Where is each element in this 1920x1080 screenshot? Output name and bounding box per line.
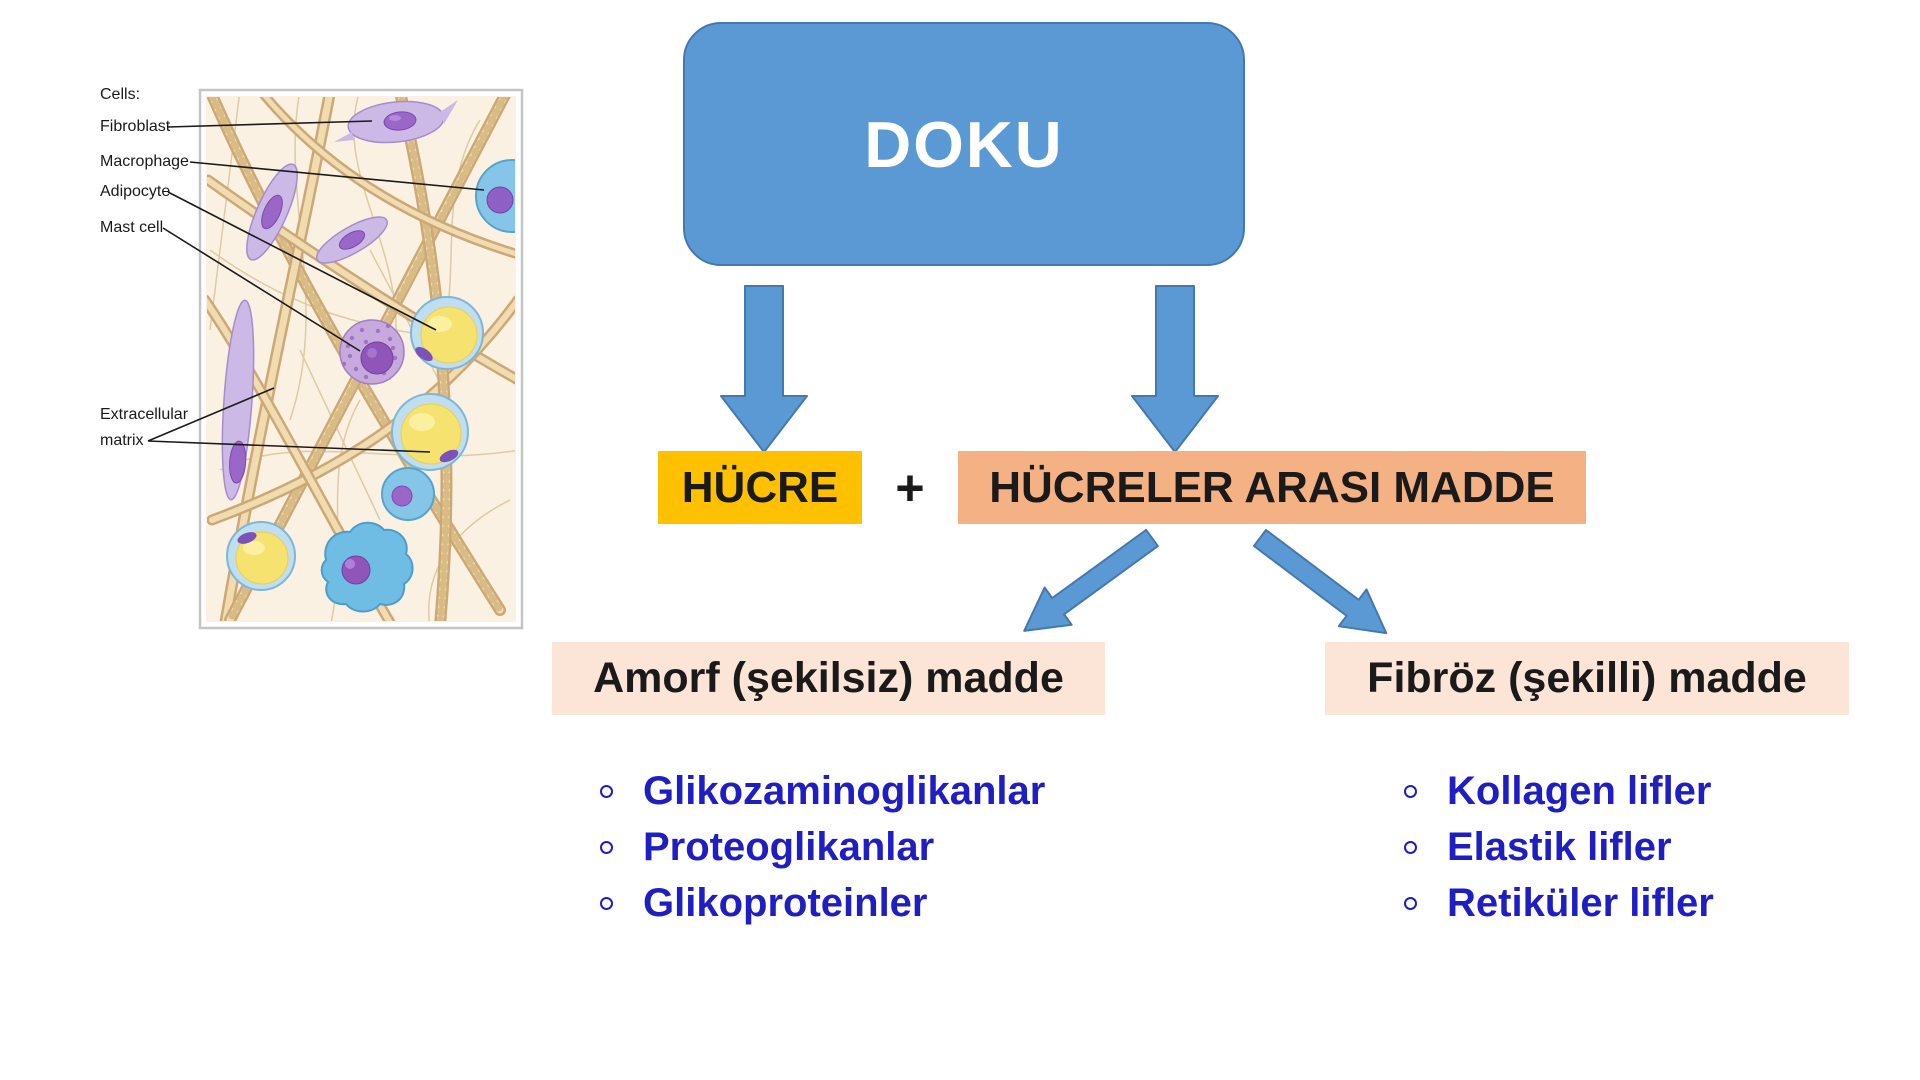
- label-pointer-lines: [147, 120, 485, 453]
- fibroblast-cells: [221, 100, 458, 501]
- list-item-label: Glikoproteinler: [643, 880, 928, 925]
- amorf-list: Glikozaminoglikanlar Proteoglikanlar Gli…: [600, 769, 1045, 937]
- list-item-label: Kollagen lifler: [1447, 768, 1712, 813]
- list-item: Elastik lifler: [1404, 825, 1714, 869]
- plus-sign: +: [872, 451, 948, 524]
- arrow-madde-to-amorf: [1023, 528, 1159, 632]
- plus-sign-glyph: +: [895, 459, 925, 516]
- circle-bullet-icon: [1404, 896, 1417, 910]
- label-mast-cell: Mast cell: [100, 219, 164, 236]
- flow-arrows: [720, 285, 1388, 635]
- fibroz-list: Kollagen lifler Elastik lifler Retiküler…: [1404, 769, 1714, 937]
- amorf-madde-heading: Amorf (şekilsiz) madde: [552, 642, 1105, 715]
- arrow-doku-to-madde: [1131, 285, 1219, 453]
- hucre-node: HÜCRE: [658, 451, 862, 524]
- list-item: Proteoglikanlar: [600, 825, 1045, 869]
- list-item: Kollagen lifler: [1404, 769, 1714, 813]
- label-cells: Cells:: [100, 86, 141, 103]
- circle-bullet-icon: [600, 784, 613, 798]
- arrow-doku-to-hucre: [720, 285, 808, 453]
- list-item-label: Elastik lifler: [1447, 824, 1672, 869]
- tissue-illustration: [147, 88, 524, 630]
- amorf-madde-label: Amorf (şekilsiz) madde: [593, 654, 1064, 702]
- fibroz-madde-heading: Fibröz (şekilli) madde: [1325, 642, 1849, 715]
- list-item-label: Retiküler lifler: [1447, 880, 1714, 925]
- adipocyte-cells: [226, 296, 484, 591]
- label-matrix: matrix: [100, 432, 144, 449]
- list-item: Retiküler lifler: [1404, 881, 1714, 925]
- list-item: Glikoproteinler: [600, 881, 1045, 925]
- list-item: Glikozaminoglikanlar: [600, 769, 1045, 813]
- arrow-madde-to-fibroz: [1252, 529, 1388, 635]
- label-adipocyte: Adipocyte: [100, 183, 171, 200]
- circle-bullet-icon: [600, 896, 613, 910]
- hucreler-arasi-madde-label: HÜCRELER ARASI MADDE: [989, 462, 1555, 512]
- list-item-label: Proteoglikanlar: [643, 824, 935, 869]
- mast-cell-figure: [339, 319, 405, 385]
- doku-node-label: DOKU: [864, 107, 1064, 181]
- list-item-label: Glikozaminoglikanlar: [643, 768, 1046, 813]
- label-extracellular: Extracellular: [100, 406, 189, 423]
- circle-bullet-icon: [600, 840, 613, 854]
- circle-bullet-icon: [1404, 840, 1417, 854]
- fibroz-madde-label: Fibröz (şekilli) madde: [1367, 654, 1807, 702]
- hucre-node-label: HÜCRE: [681, 462, 839, 512]
- label-macrophage: Macrophage: [100, 153, 189, 170]
- circle-bullet-icon: [1404, 784, 1417, 798]
- hucreler-arasi-madde-node: HÜCRELER ARASI MADDE: [958, 451, 1586, 524]
- doku-node: DOKU: [683, 22, 1245, 266]
- label-fibroblast: Fibroblast: [100, 118, 171, 135]
- macrophage-cells: [320, 159, 515, 613]
